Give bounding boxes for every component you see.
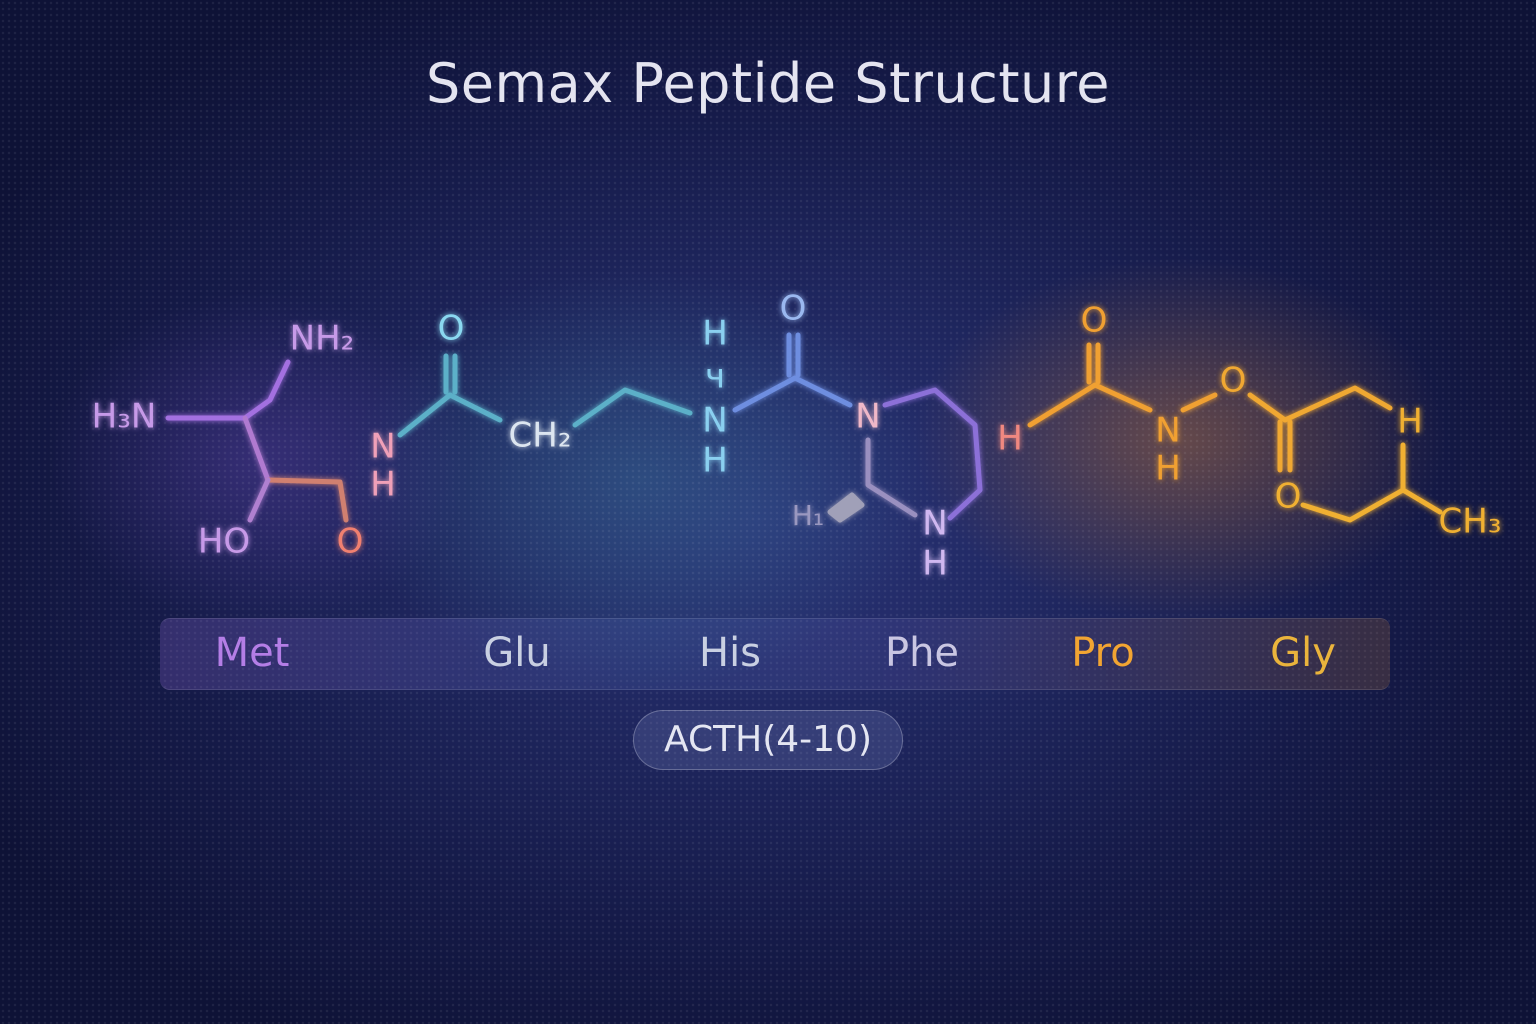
atom-label: O [337,522,364,562]
atom-label: H [370,465,396,505]
page-title: Semax Peptide Structure [426,52,1110,115]
atom-label: O [1220,361,1247,401]
atom-label: H₁ [792,499,824,532]
atom-label: N [922,504,947,544]
met-bonds [165,359,349,523]
atom-label: N [370,427,395,467]
atom-label: N [1155,411,1180,451]
glu-bonds [397,353,693,438]
atom-label: CH₂ [509,416,572,456]
phe-bonds [827,387,983,523]
sequence-tag: ACTH(4-10) [633,710,903,770]
residue-band [160,618,1390,690]
atom-label: O [1275,477,1302,517]
atom-label: H [997,419,1023,459]
atom-label: H [702,441,728,481]
his-bonds [732,332,853,413]
atom-label: NH₂ [290,319,355,359]
atom-label: CH₃ [1439,502,1502,542]
atom-label: O [780,289,807,329]
atom-label: H [702,314,728,354]
atom-label: H [1155,449,1181,489]
atom-label: ч [705,357,725,397]
atom-label: O [1081,301,1108,341]
atom-label: H₃N [92,397,157,437]
residue-his: His [698,630,762,676]
atom-label: H [922,544,948,584]
residue-gly: Gly [1270,630,1336,676]
residue-met: Met [214,630,290,676]
atom-label: H [1397,402,1423,442]
residue-pro: Pro [1071,630,1135,676]
atom-label: N [702,401,727,441]
atom-label: HO [198,522,250,562]
atom-label: O [438,309,465,349]
atom-label: N [855,397,880,437]
residue-phe: Phe [884,630,960,676]
pro-gly-bonds [1027,342,1443,523]
residue-glu: Glu [483,630,551,676]
